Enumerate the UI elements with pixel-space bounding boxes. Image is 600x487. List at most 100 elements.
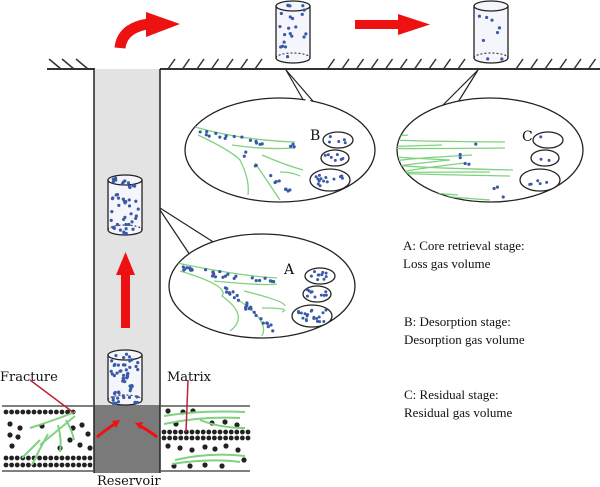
gas-molecule: [324, 271, 328, 275]
matrix-grain: [167, 435, 173, 441]
matrix-grain: [59, 462, 65, 468]
matrix-grain: [76, 462, 82, 468]
matrix-grain: [14, 462, 20, 468]
ground-surface: [47, 58, 600, 70]
gas-molecule: [248, 138, 253, 142]
fracture-line: [397, 126, 506, 143]
gas-molecule: [285, 55, 290, 59]
gas-molecule: [110, 210, 114, 214]
gas-molecule: [134, 216, 138, 221]
gas-molecule: [240, 135, 244, 139]
fracture-pointer: [29, 379, 75, 414]
matrix-grain: [54, 455, 59, 461]
gas-molecule: [321, 270, 325, 274]
gas-molecule: [326, 153, 330, 157]
gas-molecule: [310, 308, 314, 312]
fracture-line: [397, 144, 506, 150]
gas-molecule: [538, 182, 542, 186]
matrix-grain: [206, 435, 212, 441]
gas-molecule: [477, 14, 482, 18]
fracture-line: [179, 270, 239, 332]
gas-molecule: [486, 57, 490, 61]
fracture-line: [197, 134, 249, 196]
gas-molecule: [130, 358, 134, 362]
gas-molecule: [131, 227, 135, 231]
gas-molecule: [474, 142, 478, 146]
gas-molecule: [324, 275, 328, 279]
gas-molecule: [207, 134, 211, 138]
fracture-line: [397, 171, 511, 177]
gas-molecule: [253, 164, 257, 168]
gas-molecule: [254, 139, 258, 143]
gas-molecule: [328, 140, 332, 144]
gas-molecule: [232, 134, 236, 139]
core-sample-ascending: [107, 174, 143, 236]
fracture-line: [231, 144, 296, 150]
matrix-grain: [206, 429, 212, 435]
matrix-grain: [178, 429, 184, 435]
matrix-grain: [82, 455, 87, 461]
matrix-grain: [189, 435, 195, 441]
matrix-grain: [14, 409, 20, 415]
gas-molecule: [260, 142, 264, 146]
gas-molecule: [122, 373, 126, 378]
gas-molecule: [317, 273, 321, 277]
gas-molecule: [287, 26, 291, 30]
gas-molecule: [122, 231, 126, 236]
gas-molecule: [130, 220, 134, 224]
matrix-grain: [184, 435, 189, 441]
matrix-grain: [235, 447, 241, 453]
gas-molecule: [333, 158, 337, 162]
gas-molecule: [224, 134, 228, 138]
matrix-grain: [3, 455, 9, 461]
gas-molecule: [322, 277, 326, 281]
gas-molecule: [279, 11, 283, 16]
gas-molecule: [231, 290, 235, 294]
matrix-grain: [234, 435, 240, 441]
gas-molecule: [116, 390, 121, 394]
gas-molecule: [218, 269, 222, 274]
gas-molecule: [337, 140, 341, 144]
gas-molecule: [539, 135, 543, 139]
gas-molecule: [226, 272, 230, 276]
legend-b-desc: Desorption gas volume: [404, 332, 525, 347]
gas-molecule: [258, 278, 262, 283]
pore: [304, 267, 336, 285]
matrix-grain: [172, 429, 178, 435]
matrix-grain: [165, 443, 171, 449]
matrix-grain: [172, 435, 178, 441]
fracture-line: [279, 171, 301, 177]
gas-molecule: [223, 274, 228, 278]
matrix-grain: [189, 429, 195, 435]
fracture-line: [397, 134, 459, 196]
matrix-grain: [167, 429, 173, 435]
matrix-grain: [240, 435, 245, 441]
gas-molecule: [121, 180, 125, 184]
gas-molecule: [205, 129, 209, 134]
gas-molecule: [340, 176, 344, 180]
gas-molecule: [110, 372, 114, 376]
matrix-grain: [161, 435, 167, 441]
gas-molecule: [313, 295, 317, 299]
gas-molecule: [273, 180, 277, 185]
gas-molecule: [111, 398, 115, 402]
pore: [532, 131, 564, 149]
matrix-fractures: [163, 410, 246, 465]
borehole: [93, 69, 161, 473]
gas-molecule: [243, 305, 248, 310]
matrix-grain: [26, 409, 31, 415]
matrix-grain: [7, 421, 13, 427]
gas-molecule: [247, 306, 251, 311]
gas-molecule: [315, 316, 319, 320]
gas-molecule: [329, 155, 333, 159]
gas-molecule: [121, 379, 125, 383]
gas-molecule: [254, 313, 258, 318]
matrix-grain: [9, 462, 15, 468]
gas-molecule: [280, 44, 285, 48]
legend-c: C: Residual stage: Residual gas volume: [404, 386, 512, 422]
matrix-grain: [77, 442, 83, 448]
gas-molecule: [116, 400, 121, 404]
reservoir-label: Reservoir: [97, 474, 161, 487]
gas-molecule: [324, 308, 328, 312]
